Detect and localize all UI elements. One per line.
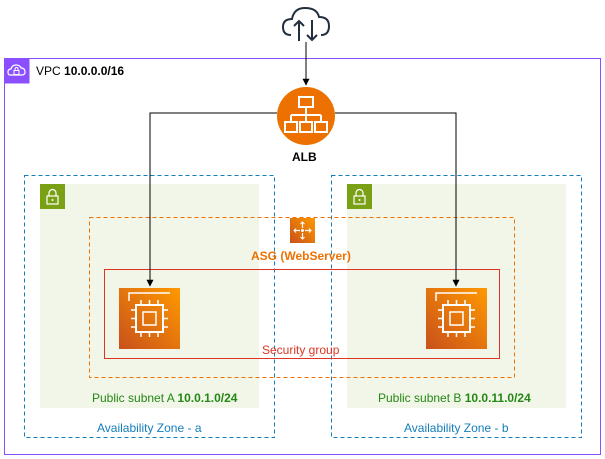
ec2-instance-a-icon	[119, 288, 180, 349]
alb-to-instance-a-arrow	[146, 112, 277, 287]
subnet-a-lock-icon	[40, 184, 65, 209]
vpc-label: VPC 10.0.0.0/16	[36, 64, 124, 78]
vpc-icon	[4, 58, 30, 84]
public-subnet-b-label: Public subnet B 10.0.11.0/24	[378, 391, 531, 405]
asg-label: ASG (WebServer)	[251, 249, 351, 263]
vpc-cidr: 10.0.0.0/16	[64, 64, 125, 78]
alb-to-instance-b-arrow	[335, 112, 460, 287]
subnet-a-label-prefix: Public subnet A	[92, 391, 178, 405]
public-subnet-a-label: Public subnet A 10.0.1.0/24	[92, 391, 237, 405]
security-group-label: Security group	[262, 343, 340, 357]
auto-scaling-icon	[290, 218, 315, 243]
security-group-boundary	[104, 269, 500, 359]
load-balancer-icon	[277, 87, 335, 145]
availability-zone-b-boundary	[331, 175, 582, 438]
subnet-b-label-prefix: Public subnet B	[378, 391, 465, 405]
vpc-boundary	[4, 58, 601, 455]
ec2-instance-b-icon	[426, 288, 487, 349]
cloud-upload-download-icon	[281, 6, 331, 42]
asg-boundary	[89, 217, 515, 378]
availability-zone-a-label: Availability Zone - a	[97, 421, 202, 435]
vpc-label-prefix: VPC	[36, 64, 65, 78]
availability-zone-b-label: Availability Zone - b	[404, 421, 509, 435]
subnet-b-cidr: 10.0.11.0/24	[464, 391, 531, 405]
subnet-b-lock-icon	[347, 184, 372, 209]
alb-label: ALB	[292, 150, 317, 164]
subnet-a-cidr: 10.0.1.0/24	[177, 391, 238, 405]
availability-zone-a-boundary	[24, 175, 275, 438]
